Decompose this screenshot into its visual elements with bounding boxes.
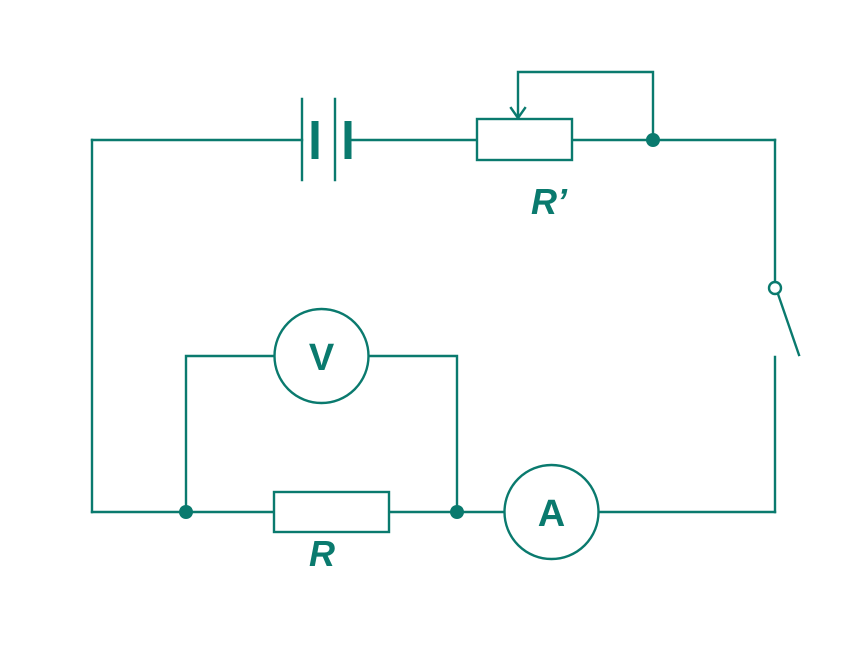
rheostat-label: R’ xyxy=(531,181,568,222)
resistor-body xyxy=(272,490,391,534)
resistor-label: R xyxy=(309,533,335,574)
rheostat-slider-wire xyxy=(516,70,655,142)
battery xyxy=(300,97,352,182)
voltmeter-circle xyxy=(273,307,370,405)
wires xyxy=(90,70,777,514)
ammeter-label: A xyxy=(538,493,565,535)
junction-left xyxy=(179,505,193,519)
voltmeter-label: V xyxy=(309,337,335,379)
switch xyxy=(767,280,801,357)
ammeter-circle xyxy=(503,463,600,561)
junction-right xyxy=(450,505,464,519)
voltmeter-branch-left xyxy=(184,354,276,514)
voltmeter-branch-right xyxy=(367,354,459,514)
rheostat-body xyxy=(475,117,574,162)
junction-rheostat xyxy=(646,133,660,147)
switch-pivot xyxy=(767,280,783,296)
switch-lever xyxy=(776,292,801,357)
